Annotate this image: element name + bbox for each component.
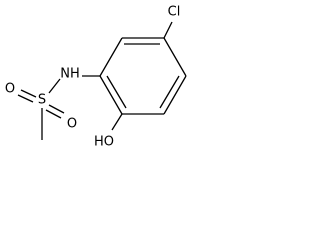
- atom-label-oxygen-upper: O: [5, 82, 15, 97]
- bond-ring-to-cl: [163, 21, 173, 39]
- bond-ring-to-ho: [111, 113, 123, 131]
- atom-label-sulfur: S: [38, 93, 46, 108]
- bond-s-to-o-lower-b: [45, 109, 62, 119]
- ring-bond-c4-c5-inner: [159, 75, 180, 109]
- ring-bond-c1-c2: [99, 37, 123, 77]
- ring-bond-c6-c1-inner: [106, 75, 127, 109]
- atom-label-hydroxyl: HO: [94, 135, 114, 150]
- benzene-ring: [99, 37, 187, 115]
- bond-s-to-o-upper-a: [20, 89, 37, 98]
- bond-nh-to-s: [48, 78, 61, 94]
- ring-bond-c6-c1: [99, 75, 123, 115]
- structure-diagram: Cl NH S O O HO: [5, 5, 187, 150]
- atom-label-oxygen-lower: O: [67, 117, 77, 132]
- ring-bond-c3-c4: [163, 37, 187, 77]
- atom-label-chlorine: Cl: [168, 5, 181, 20]
- bond-s-to-o-upper-b: [17, 94, 34, 103]
- atom-label-amine: NH: [60, 67, 80, 82]
- bond-s-to-o-lower-a: [48, 104, 65, 114]
- ring-bond-c4-c5: [163, 75, 187, 115]
